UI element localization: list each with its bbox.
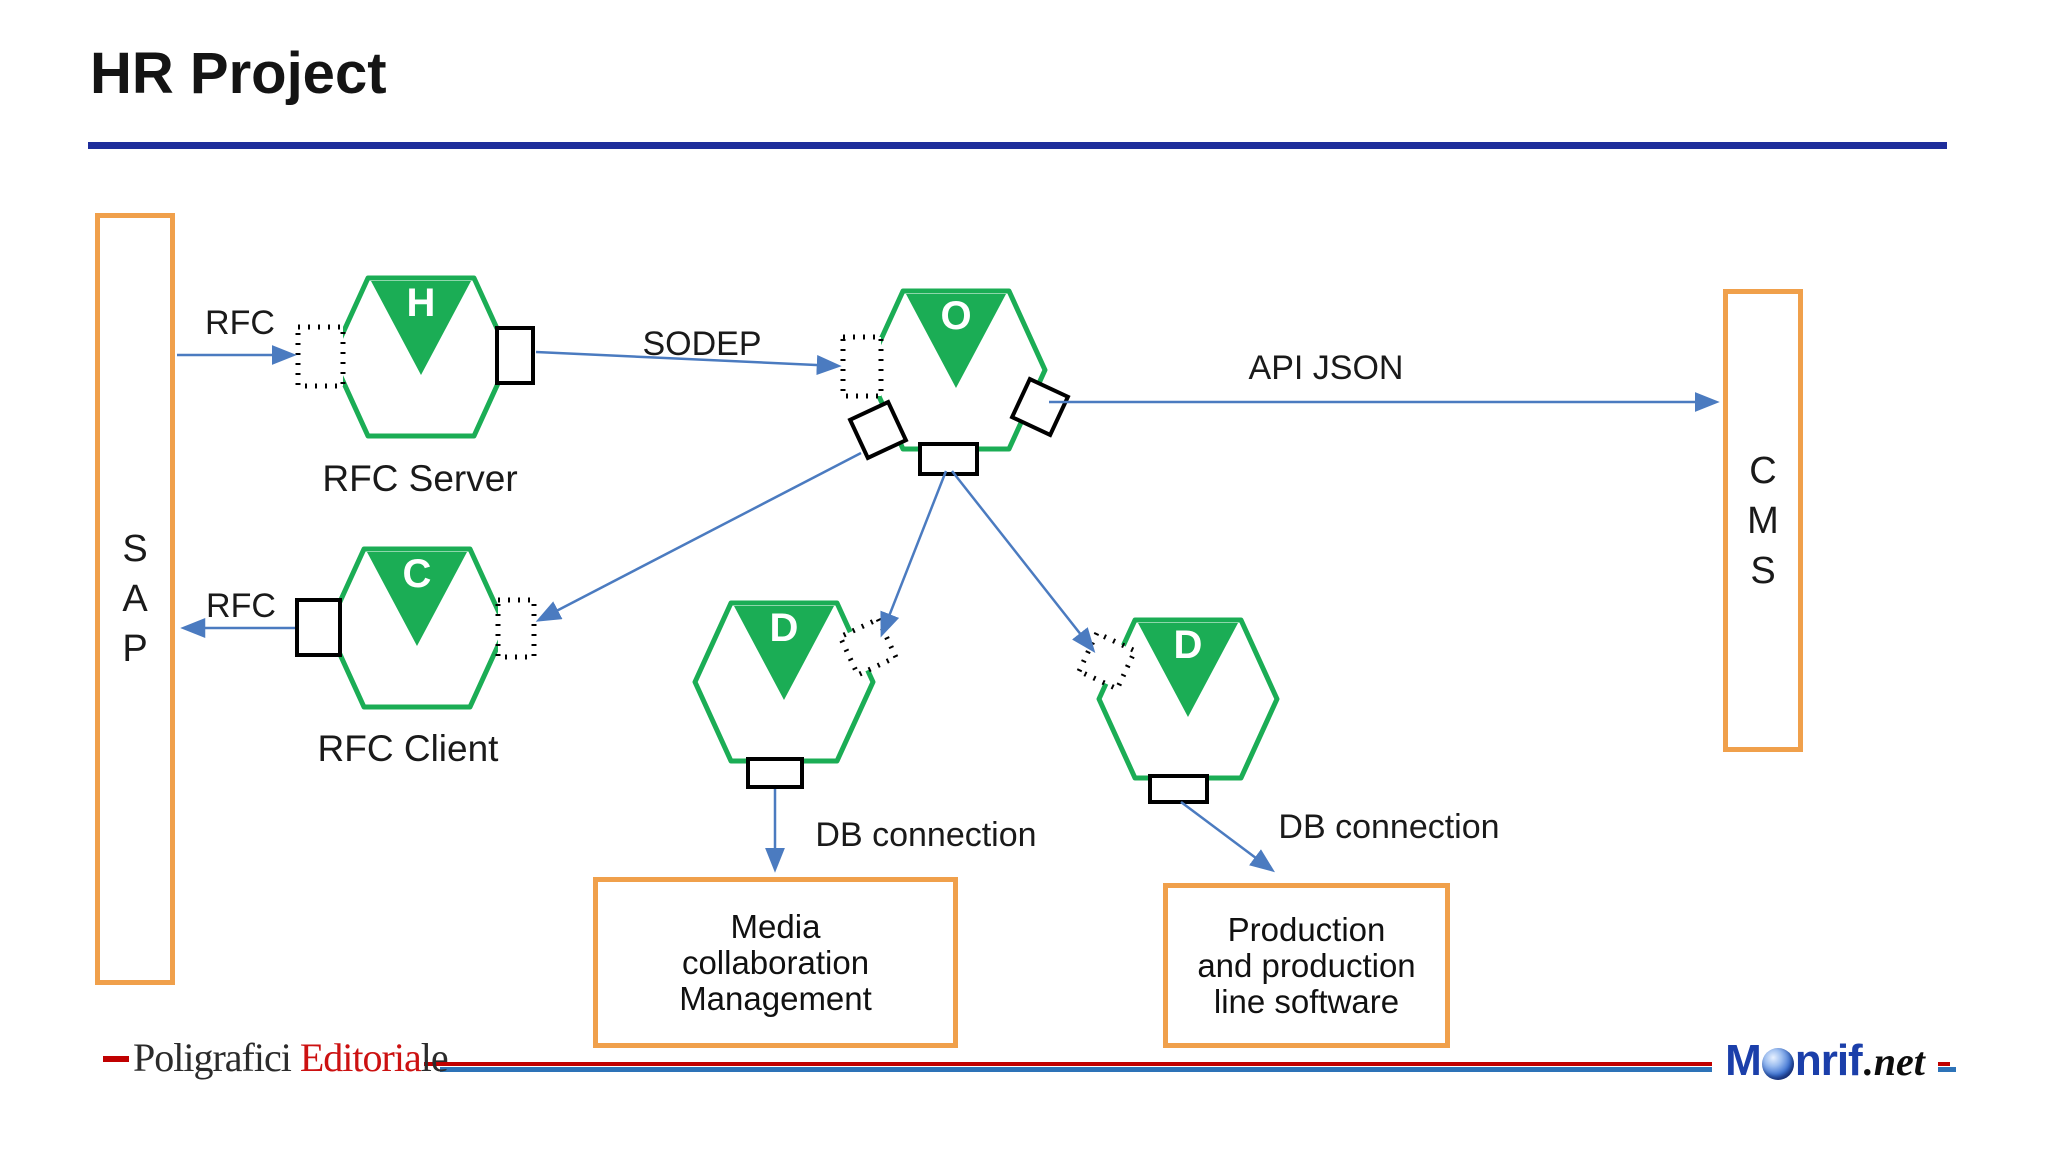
globe-icon bbox=[1761, 1048, 1794, 1080]
rfc-server-output-port bbox=[495, 326, 535, 385]
poligrafici-editoriale-logo: Poligrafici Editoriale bbox=[133, 1034, 449, 1081]
arrow-orchestrator-to-rfc-client bbox=[535, 451, 862, 622]
page-title: HR Project bbox=[90, 41, 387, 106]
rfc-client-input-port bbox=[495, 597, 537, 660]
cms-label: C M S bbox=[1728, 294, 1798, 747]
rfc-server-label: RFC Server bbox=[322, 458, 518, 499]
title-underline bbox=[88, 142, 1947, 149]
label-db-connection-left: DB connection bbox=[815, 816, 1037, 854]
cms-letter: C bbox=[1749, 449, 1777, 492]
rfc-client-label: RFC Client bbox=[317, 728, 499, 769]
rfc-server-badge: H bbox=[406, 281, 436, 325]
db-adapter-left-hexagon bbox=[692, 600, 876, 764]
arrow-db-right-to-production bbox=[1180, 800, 1276, 873]
media-box-line: Management bbox=[679, 979, 872, 1017]
label-sodep: SODEP bbox=[642, 325, 762, 363]
ports bbox=[295, 324, 1209, 804]
db-left-output-port bbox=[746, 757, 804, 789]
arrow-rfc-server-to-orchestrator bbox=[535, 350, 842, 376]
cms-box: C M S bbox=[1723, 289, 1803, 752]
monrif-rest: nrif bbox=[1794, 1036, 1863, 1085]
orchestrator-badge: O bbox=[940, 294, 972, 338]
production-box-line: and production bbox=[1197, 946, 1416, 984]
label-db-connection-right: DB connection bbox=[1278, 808, 1500, 846]
production-box-text: Production and production line software bbox=[1168, 888, 1445, 1043]
media-box-text: Media collaboration Management bbox=[598, 882, 953, 1043]
orchestrator-hexagon bbox=[864, 288, 1048, 452]
monrif-tld: .net bbox=[1863, 1038, 1925, 1084]
db-adapter-right-hexagon bbox=[1096, 617, 1280, 781]
brand-word-suffix: le bbox=[420, 1035, 449, 1080]
footer-blue-line bbox=[440, 1067, 1956, 1072]
label-api-json: API JSON bbox=[1248, 349, 1404, 387]
orchestrator-output-port-right bbox=[1009, 376, 1071, 438]
db-right-output-port bbox=[1148, 774, 1209, 804]
label-rfc-in: RFC bbox=[205, 304, 275, 342]
sap-box: S A P bbox=[95, 213, 175, 985]
media-box: Media collaboration Management bbox=[593, 877, 958, 1048]
production-box: Production and production line software bbox=[1163, 883, 1450, 1048]
media-box-line: collaboration bbox=[681, 943, 870, 981]
arrow-orchestrator-to-db-right bbox=[951, 470, 1096, 653]
rfc-client-hexagon bbox=[325, 546, 509, 710]
brand-word-black: Poligrafici bbox=[133, 1035, 292, 1080]
db-adapter-left-badge: D bbox=[769, 606, 799, 650]
orchestrator-output-port-bottom bbox=[918, 442, 979, 476]
orchestrator-output-port-left bbox=[847, 399, 909, 461]
arrow-orchestrator-to-db-left bbox=[880, 470, 948, 638]
sap-letter: P bbox=[122, 628, 148, 670]
rfc-client-output-port bbox=[295, 598, 342, 657]
rfc-client-badge: C bbox=[402, 552, 432, 596]
production-box-line: line software bbox=[1213, 982, 1400, 1020]
orchestrator-input-port bbox=[840, 334, 884, 399]
media-box-line: Media bbox=[730, 907, 821, 945]
label-rfc-out: RFC bbox=[206, 587, 276, 625]
sap-letter: A bbox=[122, 578, 148, 620]
brand-dash bbox=[103, 1056, 129, 1062]
rfc-server-input-port bbox=[295, 324, 346, 389]
sap-letter: S bbox=[122, 528, 148, 570]
connection-arrows bbox=[177, 345, 1720, 873]
production-box-line: Production bbox=[1227, 910, 1386, 948]
cms-letter: M bbox=[1747, 499, 1779, 542]
monrif-m: M bbox=[1725, 1036, 1762, 1085]
brand-word-red: Editoria bbox=[299, 1035, 422, 1080]
cms-letter: S bbox=[1750, 549, 1776, 592]
sap-label: S A P bbox=[100, 218, 170, 980]
db-adapter-right-badge: D bbox=[1173, 623, 1203, 667]
footer-red-line bbox=[424, 1062, 1950, 1066]
